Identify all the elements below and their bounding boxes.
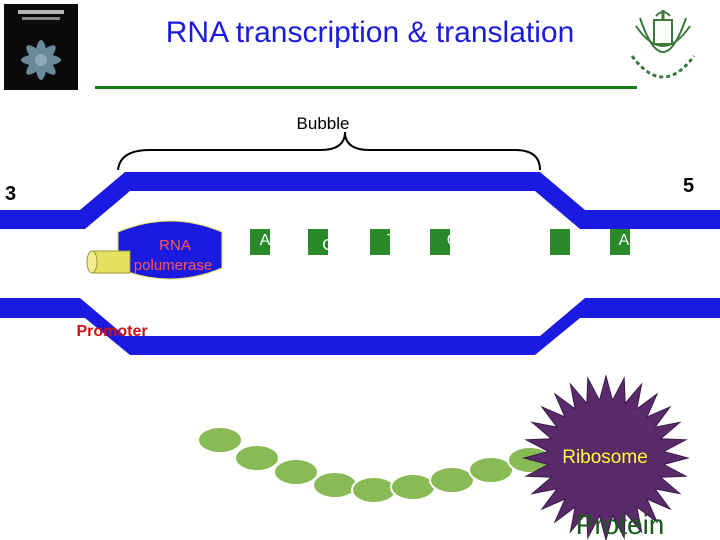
top-strand-base: C [96, 232, 108, 249]
amino-acid-bead [197, 426, 243, 454]
top-strand-base: G [447, 232, 459, 249]
bubble-bottom-base: C [378, 312, 390, 329]
bubble-top-base: G [378, 200, 390, 217]
bottom-strand-base: A [698, 277, 709, 294]
bottom-strand-base: G [571, 277, 583, 294]
bottom-strand-base: G [6, 272, 18, 289]
top-strand-base: C [6, 232, 18, 249]
amino-acid-bead [468, 456, 514, 484]
bubble-top-base: A [195, 200, 206, 217]
nucleotide-pegs [250, 229, 630, 255]
bottom-strand-base: A [385, 277, 396, 294]
top-strand-base: C [322, 237, 334, 254]
nucleotide-peg [430, 229, 450, 255]
bottom-strand-base: C [445, 277, 457, 294]
ribosome [522, 374, 690, 540]
bottom-strand-base: T [258, 277, 268, 294]
top-strand-upper-bubble [0, 172, 720, 229]
top-strand-base: T [51, 227, 61, 244]
bubble-bottom-base: A [318, 312, 329, 329]
strand-end-5: 5 [683, 175, 694, 197]
top-strand-base: A [619, 232, 630, 249]
bubble-top-base: C [256, 200, 268, 217]
bottom-strand-base: G [320, 272, 332, 289]
bubble-top-base: A [440, 200, 451, 217]
rna-polymerase-cylinder [86, 250, 131, 274]
ribosome-label: Ribosome [562, 447, 648, 468]
bottom-strand-base: G [96, 272, 108, 289]
bubble-bottom-base: T [195, 312, 205, 329]
bubble-bottom-base: T [440, 312, 450, 329]
bottom-strand-base: T [619, 277, 629, 294]
bubble-top-base: T [138, 200, 148, 217]
amino-acid-bead [273, 458, 319, 486]
top-strand-base: C [654, 235, 666, 252]
title-underline [95, 86, 637, 89]
rna-polymerase [117, 220, 223, 280]
page-title: RNA transcription & translation [165, 16, 575, 49]
nucleotide-peg [308, 229, 328, 255]
bubble-bottom-base: G [256, 312, 268, 329]
protein-chain [197, 426, 553, 504]
amino-acid-bead [312, 471, 358, 499]
bottom-strand-lower-bubble [0, 298, 720, 355]
top-strand-base: A [508, 232, 519, 249]
nucleotide-peg [370, 229, 390, 255]
nucleotide-peg [550, 229, 570, 255]
bubble-bottom-base: G [504, 312, 516, 329]
top-strand-base: T [387, 232, 397, 249]
university-seal-logo [626, 6, 700, 98]
biology-book-logo [4, 4, 78, 90]
bubble-label: Bubble [297, 114, 350, 133]
bubble-top-base: T [318, 200, 328, 217]
nucleotide-peg [610, 229, 630, 255]
strand-end-3: 3 [5, 183, 16, 205]
bottom-strand-base: T [506, 272, 516, 289]
promoter-label: Promoter [76, 323, 147, 340]
amino-acid-bead [234, 444, 280, 472]
amino-acid-bead [390, 473, 436, 501]
amino-acid-bead [429, 466, 475, 494]
top-strand-base: T [698, 232, 708, 249]
bottom-strand-base: G [654, 272, 666, 289]
protein-label: Protein [576, 509, 665, 540]
bubble-top-base: C [504, 200, 516, 217]
top-strand-base: C [571, 232, 583, 249]
amino-acid-bead [351, 476, 397, 504]
bubble-bottom-base: A [138, 312, 149, 329]
top-strand-base: A [260, 232, 271, 249]
bottom-strand-base: A [51, 272, 62, 289]
nucleotide-peg [250, 229, 270, 255]
bubble-brace [117, 131, 541, 171]
